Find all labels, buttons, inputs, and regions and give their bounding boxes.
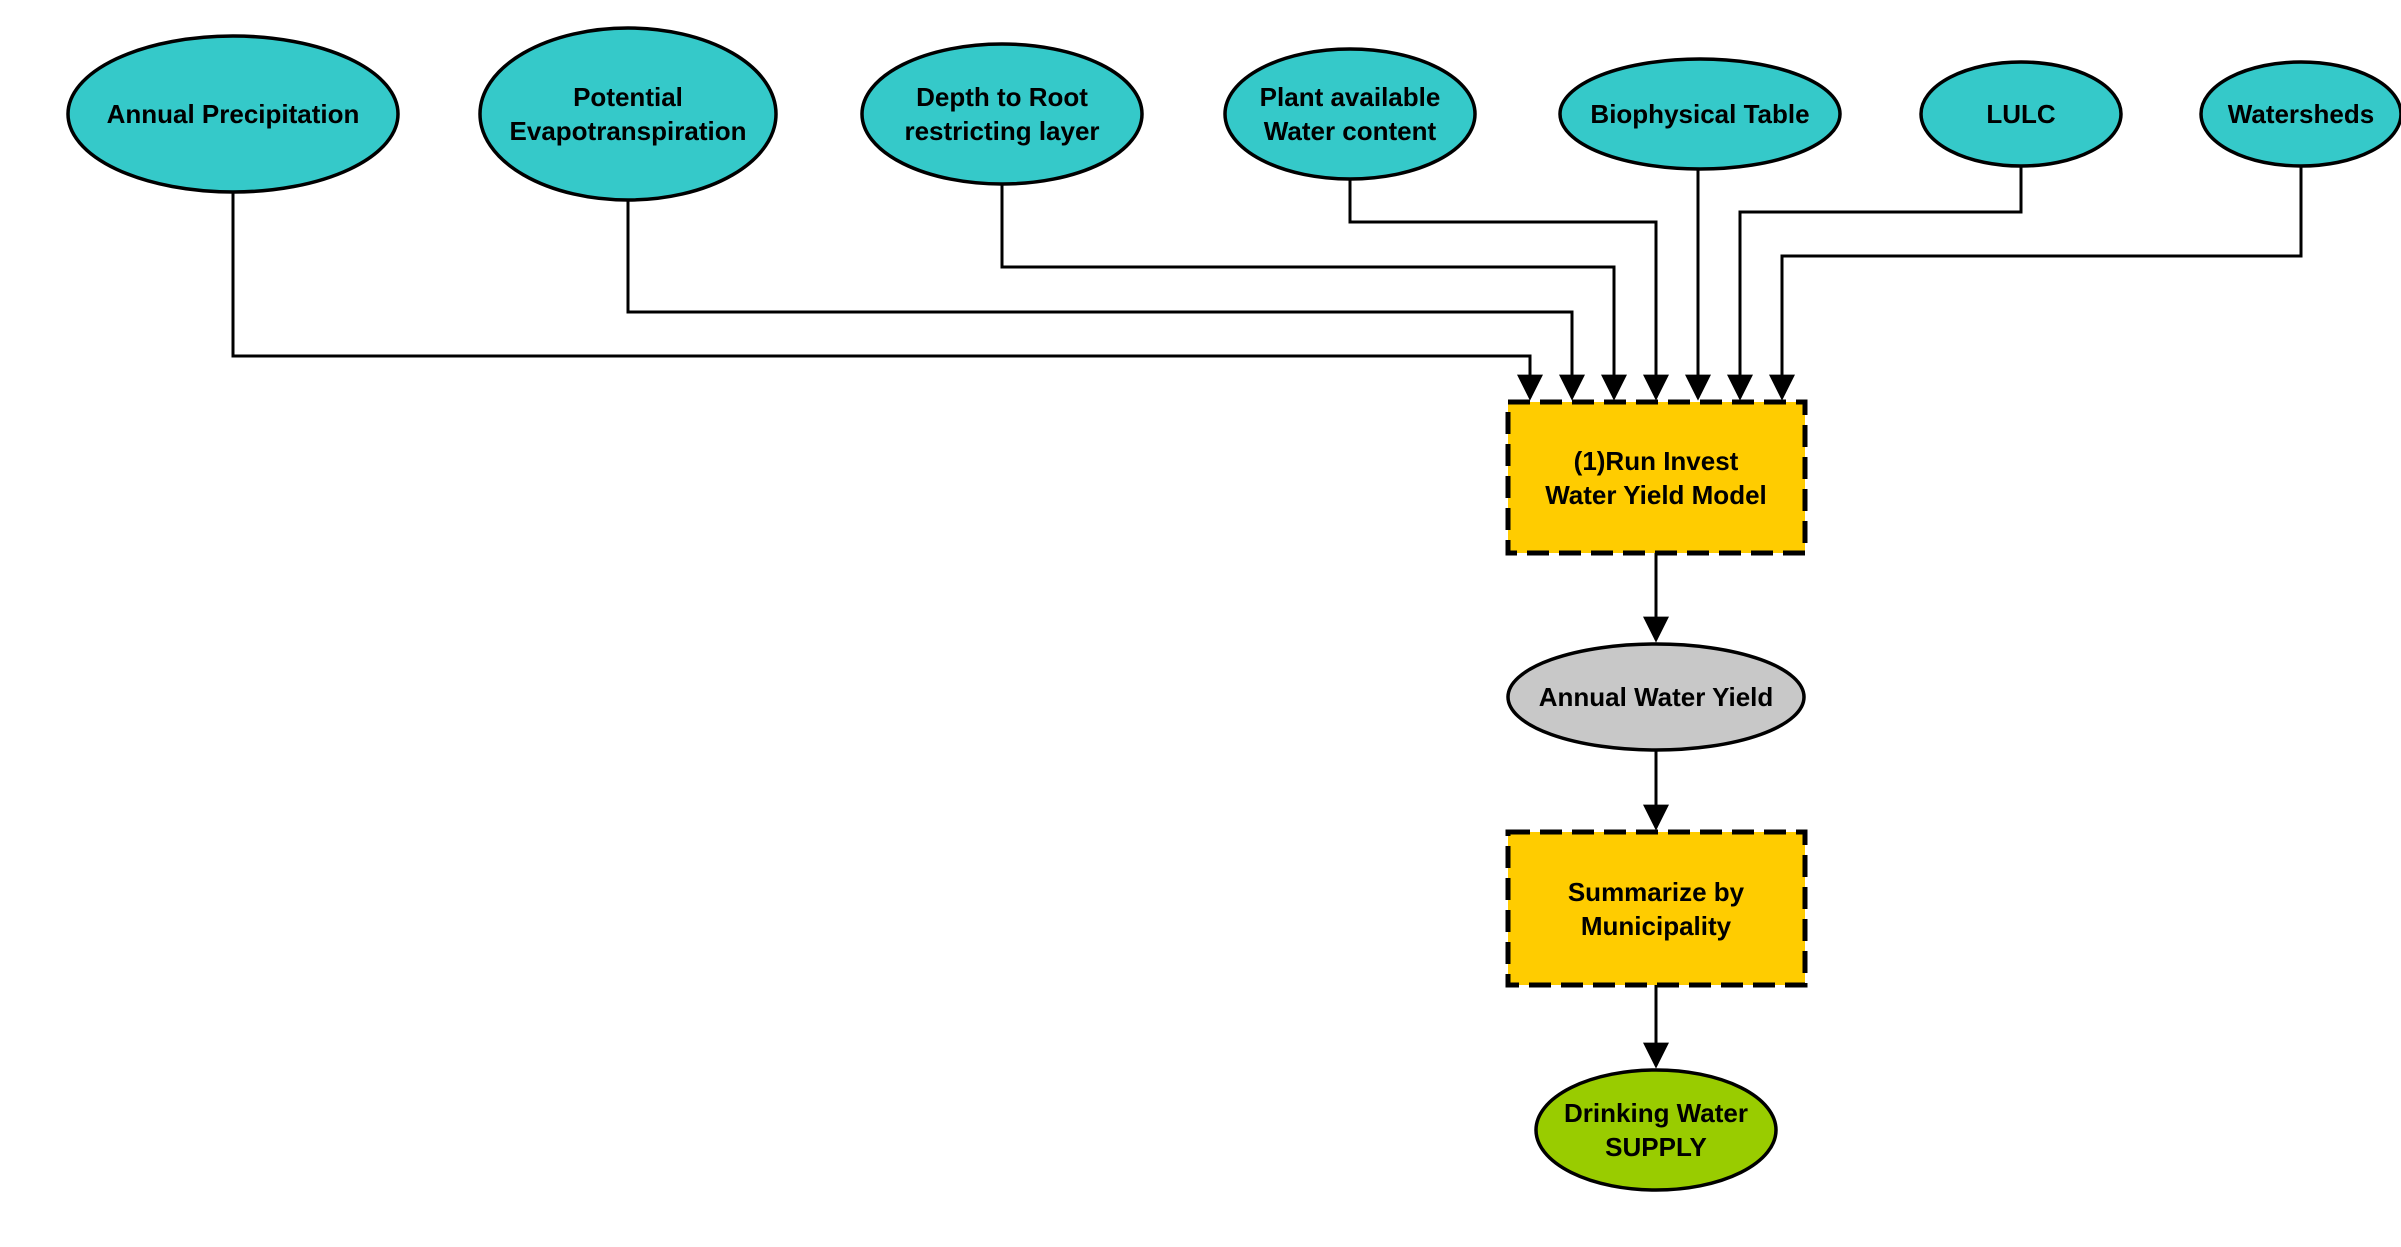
input-plant-available-water-label-line-1: Plant available bbox=[1260, 82, 1441, 112]
input-node-watersheds: Watersheds bbox=[2199, 60, 2401, 168]
input-node-depth-to-root: Depth to Root restricting layer bbox=[860, 42, 1144, 186]
process-box-run-invest bbox=[1505, 399, 1808, 556]
connector-plant-available-water-to-process bbox=[1348, 179, 1669, 401]
input-node-annual-precipitation: Annual Precipitation bbox=[66, 34, 400, 194]
intermediate-annual-water-yield: Annual Water Yield bbox=[1506, 642, 1806, 752]
input-depth-to-root-label-line-2: restricting layer bbox=[904, 116, 1099, 146]
input-ellipse-biophysical-table bbox=[1558, 57, 1842, 171]
output-ellipse-drinking-water bbox=[1534, 1068, 1778, 1192]
connector-depth-to-root-to-process bbox=[1000, 184, 1627, 401]
input-depth-to-root-label-line-1: Depth to Root bbox=[916, 82, 1088, 112]
process-summarize-label-line-2: Municipality bbox=[1581, 911, 1732, 941]
input-ellipse-plant-available-water bbox=[1223, 47, 1477, 181]
connectors bbox=[231, 166, 2303, 1069]
input-ellipse-lulc bbox=[1919, 60, 2123, 168]
input-node-biophysical-table: Biophysical Table bbox=[1558, 57, 1842, 171]
input-plant-available-water-label-line-2: Water content bbox=[1264, 116, 1437, 146]
process-summarize-by-municipality: Summarize by Municipality bbox=[1505, 829, 1808, 988]
connector-lulc-to-process bbox=[1727, 166, 2023, 401]
output-drinking-water-label-line-1: Drinking Water bbox=[1564, 1098, 1748, 1128]
input-ellipse-depth-to-root bbox=[860, 42, 1144, 186]
input-watersheds-label-line-1: Watersheds bbox=[2228, 99, 2374, 129]
process-run-invest-label-line-2: Water Yield Model bbox=[1545, 480, 1767, 510]
connector-watersheds-to-process bbox=[1769, 166, 2303, 401]
input-potential-evapotranspiration-label-line-2: Evapotranspiration bbox=[510, 116, 747, 146]
input-ellipse-potential-evapotranspiration bbox=[478, 26, 778, 202]
intermediate-ellipse-annual-water-yield bbox=[1506, 642, 1806, 752]
output-drinking-water-label-line-2: SUPPLY bbox=[1605, 1132, 1707, 1162]
process-summarize-label-line-1: Summarize by bbox=[1568, 877, 1745, 907]
connector-potential-evapotranspiration-to-process bbox=[626, 200, 1585, 401]
input-annual-precipitation-label-line-1: Annual Precipitation bbox=[107, 99, 360, 129]
input-lulc-label-line-1: LULC bbox=[1986, 99, 2056, 129]
intermediate-annual-water-yield-label-line-1: Annual Water Yield bbox=[1539, 682, 1774, 712]
nodes: Annual Precipitation PotentialEvapotransp… bbox=[66, 26, 2401, 1192]
process-run-invest-label-line-1: (1)Run Invest bbox=[1574, 446, 1739, 476]
process-box-summarize bbox=[1505, 829, 1808, 988]
connector-annual-precipitation-to-process bbox=[231, 192, 1543, 401]
input-biophysical-table-label-line-1: Biophysical Table bbox=[1590, 99, 1809, 129]
input-ellipse-annual-precipitation bbox=[66, 34, 400, 194]
input-ellipse-watersheds bbox=[2199, 60, 2401, 168]
input-potential-evapotranspiration-label-line-1: Potential bbox=[573, 82, 683, 112]
input-node-lulc: LULC bbox=[1919, 60, 2123, 168]
